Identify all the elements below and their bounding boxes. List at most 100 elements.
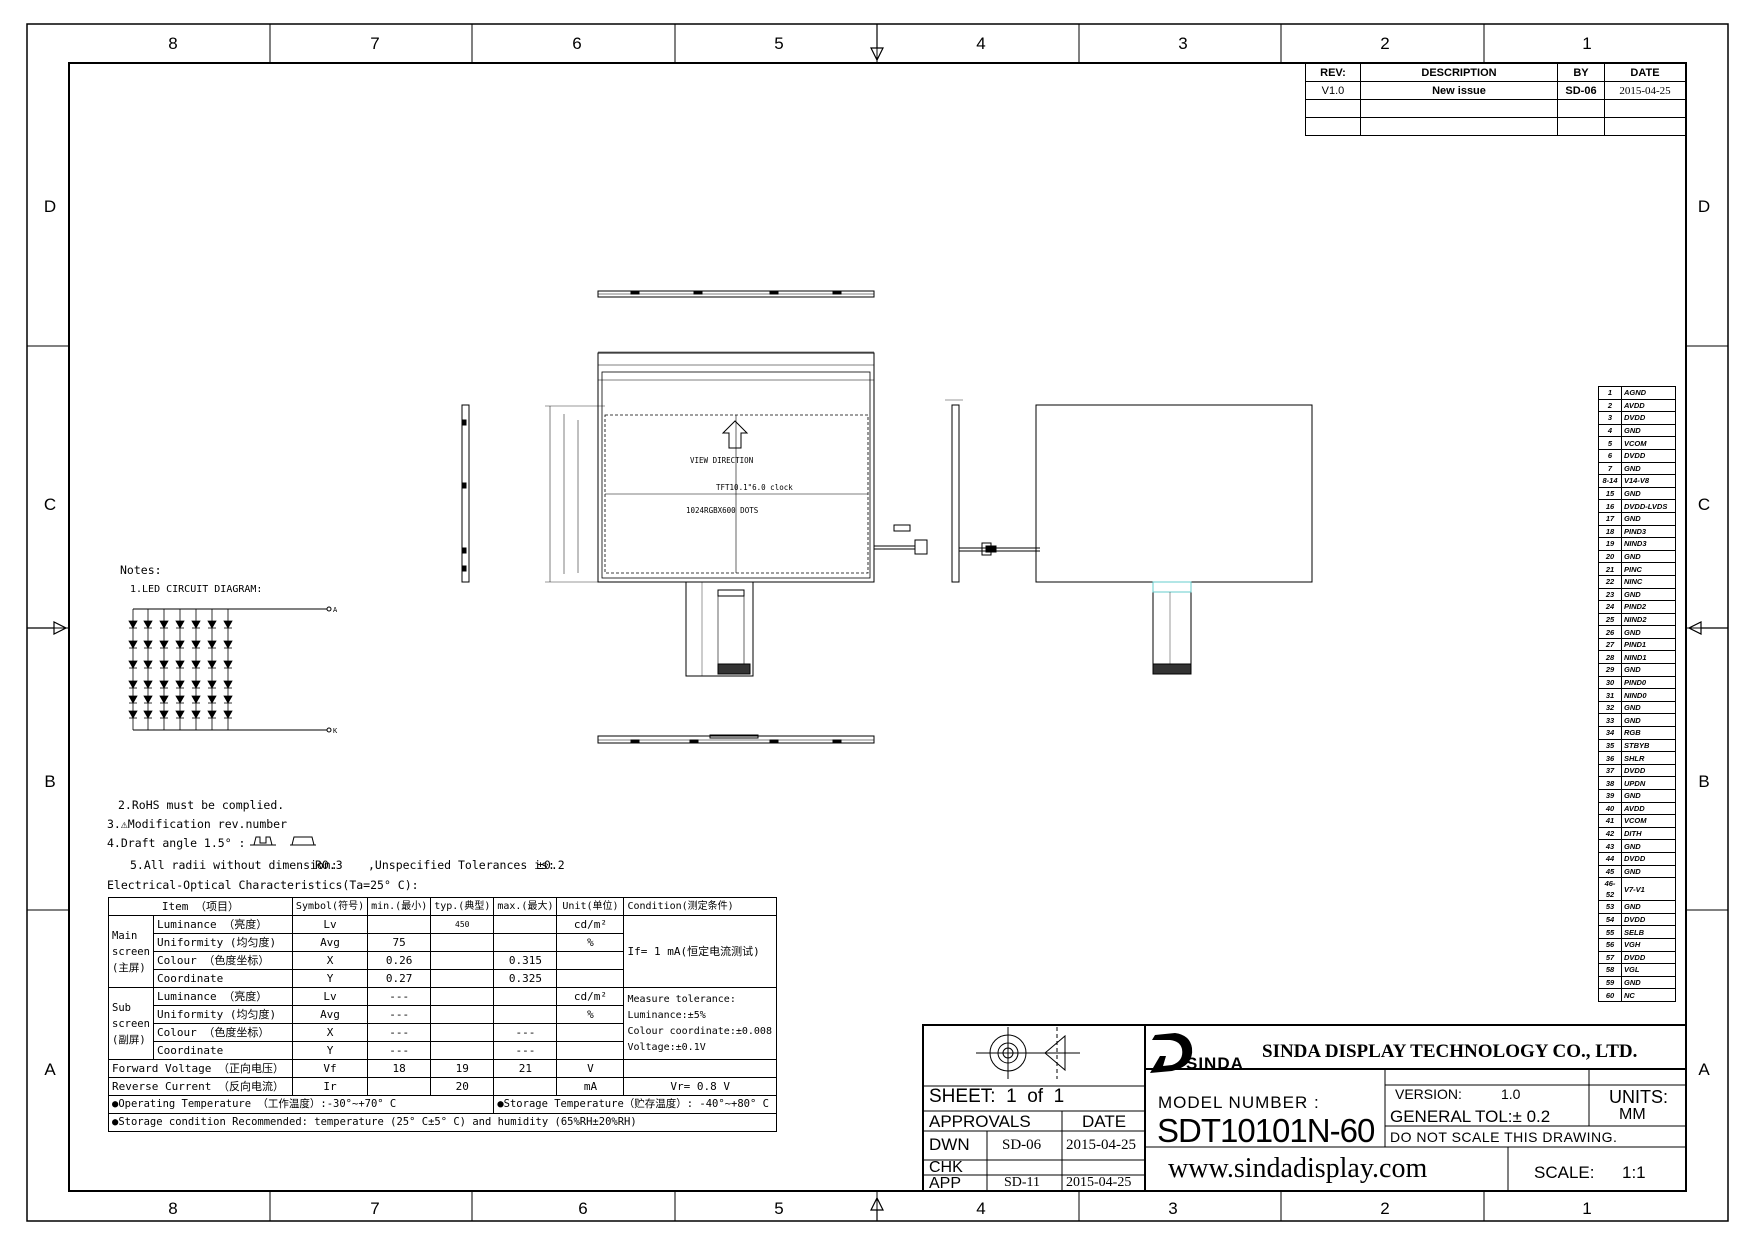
app-date: 2015-04-25 <box>1066 1175 1132 1190</box>
reverse-current-label: Reverse Current （反向电流） <box>108 1077 293 1096</box>
zone-row-right-b: B <box>1698 772 1710 791</box>
led-diode-icon <box>223 620 233 629</box>
pin-name: AVDD <box>1621 398 1676 413</box>
eo-header-row: Item （项目） Symbol(符号) min.(最小) typ.(典型) m… <box>108 897 777 916</box>
led-diode-icon <box>175 660 185 669</box>
right-side-view <box>945 399 1040 583</box>
led-diode-icon <box>207 660 217 669</box>
led-diode-icon <box>175 680 185 689</box>
main-x-max: 0.315 <box>493 951 558 970</box>
website: www.sindadisplay.com <box>1168 1153 1428 1184</box>
led-diode-icon <box>191 640 201 649</box>
sub-condition: Measure tolerance: Luminance:±5% Colour … <box>623 987 777 1060</box>
app-label: APP <box>929 1175 962 1192</box>
led-diode-icon <box>223 680 233 689</box>
zone-row-left-a: A <box>44 1060 56 1079</box>
sub-condition-line-4: Voltage:±0.1V <box>627 1041 706 1053</box>
approvals-date-header: DATE <box>1082 1112 1127 1131</box>
note-radii-value: R0.3 <box>315 858 343 872</box>
sub-lv-symbol: Lv <box>291 987 369 1006</box>
sub-avg-symbol: Avg <box>291 1005 369 1024</box>
led-diode-icon <box>207 710 217 719</box>
led-diode-icon <box>159 660 169 669</box>
approvals-label: APPROVALS <box>929 1112 1031 1131</box>
led-diode-icon <box>159 640 169 649</box>
panel-name-label: TFT10.1"6.0 clock <box>716 483 793 492</box>
draft-angle-icon <box>250 836 316 846</box>
units-label: UNITS: <box>1609 1087 1669 1107</box>
forward-voltage-label: Forward Voltage （正向电压） <box>108 1059 293 1078</box>
pin-name: NC <box>1621 988 1676 1002</box>
version-label: VERSION: <box>1395 1086 1462 1102</box>
led-diode-icon <box>159 620 169 629</box>
units-value: MM <box>1619 1106 1646 1123</box>
zone-col-top-6: 6 <box>572 34 582 53</box>
note-modification: 3.⚠Modification rev.number <box>107 817 288 831</box>
led-diode-icon <box>207 620 217 629</box>
led-diode-icon <box>128 660 138 669</box>
led-diode-icon <box>223 710 233 719</box>
zone-col-bottom-8: 8 <box>168 1199 178 1218</box>
rear-view <box>1035 404 1313 675</box>
led-diode-icon <box>128 695 138 704</box>
main-condition: If= 1 mA(恒定电流测试) <box>623 915 777 988</box>
chk-label: CHK <box>929 1159 963 1176</box>
zone-row-right-c: C <box>1697 495 1711 514</box>
zone-col-top-8: 8 <box>168 34 178 53</box>
version-value: 1.0 <box>1501 1086 1521 1102</box>
zone-row-left-d: D <box>43 197 57 216</box>
dwn-date: 2015-04-25 <box>1066 1137 1136 1153</box>
note-rohs: 2.RoHS must be complied. <box>118 798 285 812</box>
scale-value: 1:1 <box>1622 1163 1646 1182</box>
zone-col-bottom-6: 6 <box>578 1199 588 1218</box>
app-by: SD-11 <box>1004 1175 1041 1190</box>
led-diode-icon <box>128 710 138 719</box>
general-tolerance: GENERAL TOL:± 0.2 <box>1390 1107 1551 1126</box>
pin-name: V7-V1 <box>1621 877 1676 902</box>
sub-screen-label: Sub screen (副屏) <box>108 987 154 1060</box>
zone-col-bottom-2: 2 <box>1380 1199 1390 1218</box>
zone-col-bottom-5: 5 <box>774 1199 784 1218</box>
dwn-by: SD-06 <box>1002 1137 1042 1153</box>
led-diode-icon <box>191 680 201 689</box>
storage-condition: ●Storage condition Recommended: temperat… <box>108 1113 777 1132</box>
note-draft-angle: 4.Draft angle 1.5° : <box>107 836 246 850</box>
led-diode-icon <box>191 620 201 629</box>
led-diode-icon <box>143 620 153 629</box>
zone-col-top-2: 2 <box>1380 34 1390 53</box>
led-diode-icon <box>175 620 185 629</box>
zone-col-bottom-7: 7 <box>370 1199 380 1218</box>
sheet-label: SHEET: 1 of 1 <box>929 1086 1065 1107</box>
model-label: MODEL NUMBER : <box>1158 1093 1320 1112</box>
scale-label: SCALE: <box>1534 1163 1595 1182</box>
led-diode-icon <box>175 710 185 719</box>
resolution-label: 1024RGBX600 DOTS <box>686 506 759 515</box>
led-cathode-label: K <box>333 727 338 735</box>
led-diode-icon <box>223 660 233 669</box>
led-diode-icon <box>143 640 153 649</box>
zone-col-top-4: 4 <box>976 34 986 53</box>
zone-col-top-5: 5 <box>774 34 784 53</box>
main-colour-label: Colour （色度坐标） <box>153 951 293 970</box>
model-number: SDT10101N-60 <box>1157 1112 1375 1149</box>
led-diode-icon <box>159 710 169 719</box>
zone-col-bottom-1: 1 <box>1582 1199 1592 1218</box>
date-value: 2015-04-25 <box>1604 81 1686 100</box>
note-radii: 5.All radii without dimension: <box>130 858 338 872</box>
operating-temperature: ●Operating Temperature （工作温度）:-30°~+70° … <box>107 1095 495 1114</box>
no-scale-note: DO NOT SCALE THIS DRAWING. <box>1390 1129 1618 1145</box>
sub-condition-line-2: Luminance:±5% <box>627 1009 706 1021</box>
